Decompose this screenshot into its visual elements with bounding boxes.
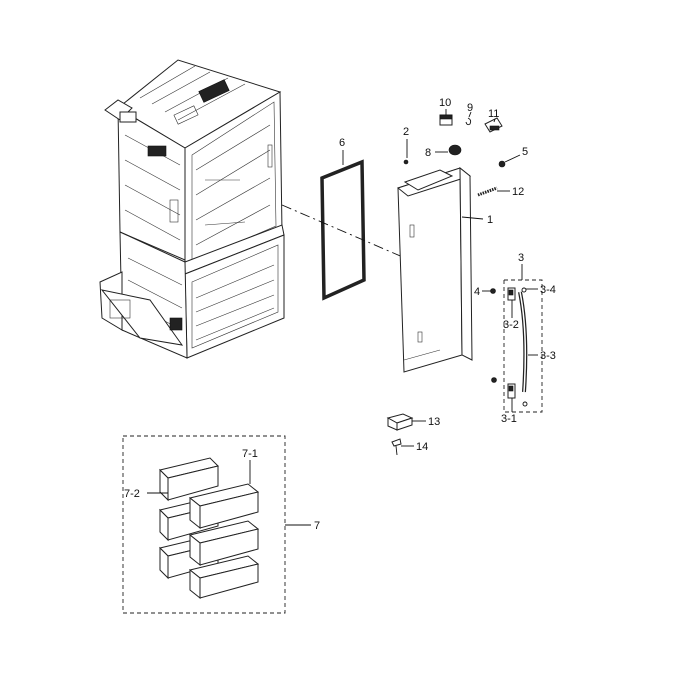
label-3: 3 [518, 252, 524, 264]
door-gasket [320, 159, 366, 301]
label-1: 1 [487, 214, 493, 226]
label-7-2: 7-2 [124, 488, 140, 500]
label-3-3: 3-3 [540, 350, 556, 362]
refrigerator-door [396, 166, 473, 373]
label-11: 11 [488, 108, 499, 120]
leader-lines [147, 109, 538, 526]
door-bin-assembly [122, 435, 286, 614]
spring-part-12 [477, 186, 498, 197]
screw-4 [490, 288, 496, 294]
label-13: 13 [428, 416, 440, 428]
label-8: 8 [425, 147, 431, 159]
label-12: 12 [512, 186, 524, 198]
label-6: 6 [339, 137, 345, 149]
alignment-line [281, 204, 406, 259]
hinge-part-10 [439, 114, 453, 126]
label-7: 7 [314, 520, 320, 532]
label-3-4: 3-4 [540, 284, 556, 296]
screw-5 [498, 160, 506, 168]
label-9: 9 [467, 102, 473, 114]
label-4: 4 [474, 286, 480, 298]
handle-assembly [503, 279, 543, 413]
box-part-13 [386, 413, 414, 431]
screw-part-14 [391, 438, 402, 456]
cap-part-8 [448, 144, 462, 156]
label-2: 2 [403, 126, 409, 138]
clip-part-9 [465, 117, 472, 126]
callout-labels: 6 2 10 9 11 8 5 12 1 3 4 3-4 3-2 3-3 3-1… [124, 97, 556, 532]
label-7-1: 7-1 [242, 448, 258, 460]
screw-2 [403, 159, 409, 165]
label-5: 5 [522, 146, 528, 158]
refrigerator-cabinet [99, 59, 285, 359]
label-14: 14 [416, 441, 428, 453]
label-3-1: 3-1 [501, 413, 517, 425]
label-10: 10 [439, 97, 451, 109]
hinge-part-11 [484, 117, 503, 133]
label-3-2: 3-2 [503, 319, 519, 331]
screw-lower [491, 377, 497, 383]
